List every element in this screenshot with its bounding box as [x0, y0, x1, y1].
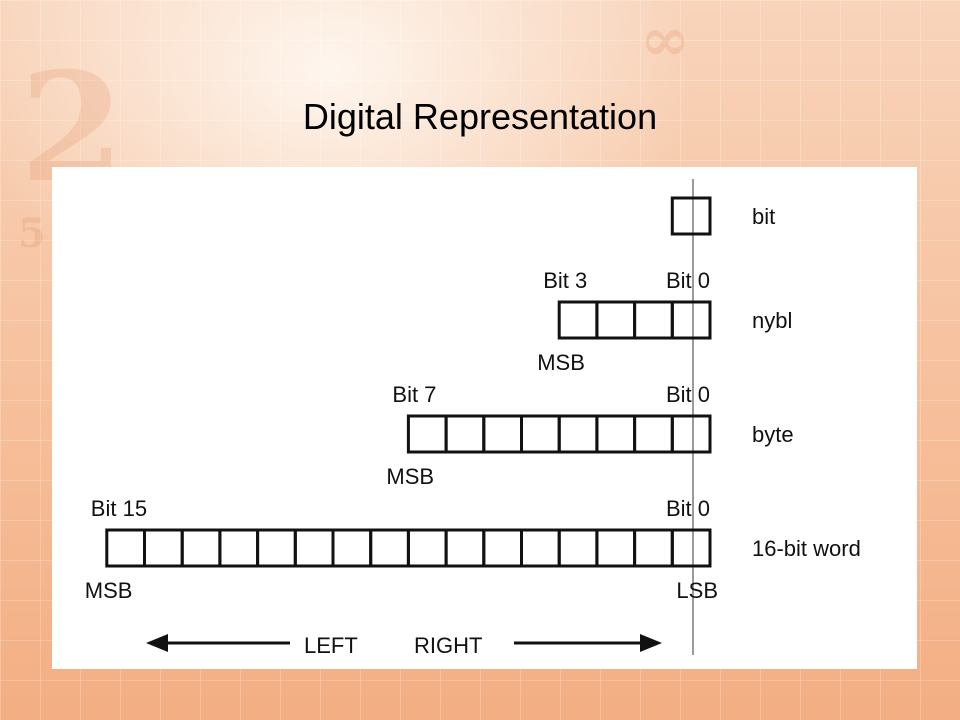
msb-label: MSB [85, 578, 133, 603]
bit-cell [670, 196, 712, 236]
row-word: Bit 15 Bit 0 MSB LSB 16-bit word [85, 496, 861, 603]
bit-cell [595, 528, 637, 568]
background-decoration: ∞ [640, 5, 690, 75]
lsb-bit-index: Bit 0 [666, 496, 710, 521]
left-arrowhead [146, 634, 168, 652]
bit-cell [595, 300, 637, 340]
bit-cell [406, 528, 448, 568]
bit-cell [633, 414, 674, 454]
bit-cell [218, 528, 260, 568]
lsb-label: LSB [676, 578, 718, 603]
bit-cell [633, 300, 674, 340]
msb-label: MSB [537, 350, 585, 375]
bit-cell [482, 414, 523, 454]
bit-cell [670, 414, 712, 454]
row-label: 16-bit word [752, 536, 861, 561]
bit-cell [557, 300, 599, 340]
lsb-bit-index: Bit 0 [666, 382, 710, 407]
bit-cell [331, 528, 373, 568]
row-label: bit [752, 204, 775, 229]
background-decoration: 5 [18, 210, 46, 257]
row-nybl: Bit 3 Bit 0 MSB nybl [537, 268, 792, 375]
msb-bit-index: Bit 15 [91, 496, 147, 521]
row-bit: bit [670, 196, 775, 236]
bit-cell [143, 528, 184, 568]
bit-cell [105, 528, 146, 568]
bit-cell [557, 528, 599, 568]
msb-label: MSB [386, 464, 434, 489]
bit-cell [444, 528, 486, 568]
bit-cell [180, 528, 222, 568]
left-label: LEFT [304, 633, 358, 658]
bit-cell [595, 414, 637, 454]
bit-cell [670, 528, 712, 568]
bit-cell [444, 414, 486, 454]
right-label: RIGHT [414, 633, 482, 658]
bit-cell [369, 528, 410, 568]
bit-cell [633, 528, 674, 568]
right-arrowhead [640, 634, 662, 652]
bit-cell [256, 528, 297, 568]
lsb-bit-index: Bit 0 [666, 268, 710, 293]
bit-cell [293, 528, 335, 568]
bit-cell [557, 414, 599, 454]
bit-cell [670, 300, 712, 340]
direction-indicator: LEFT RIGHT [146, 633, 662, 658]
slide-title: Digital Representation [302, 96, 658, 137]
bit-cell [520, 528, 561, 568]
msb-bit-index: Bit 7 [392, 382, 436, 407]
row-label: byte [752, 422, 794, 447]
bit-cell [520, 414, 561, 454]
row-label: nybl [752, 308, 792, 333]
bit-cell [482, 528, 523, 568]
bit-cell [406, 414, 448, 454]
row-byte: Bit 7 Bit 0 MSB byte [386, 382, 793, 489]
msb-bit-index: Bit 3 [543, 268, 587, 293]
